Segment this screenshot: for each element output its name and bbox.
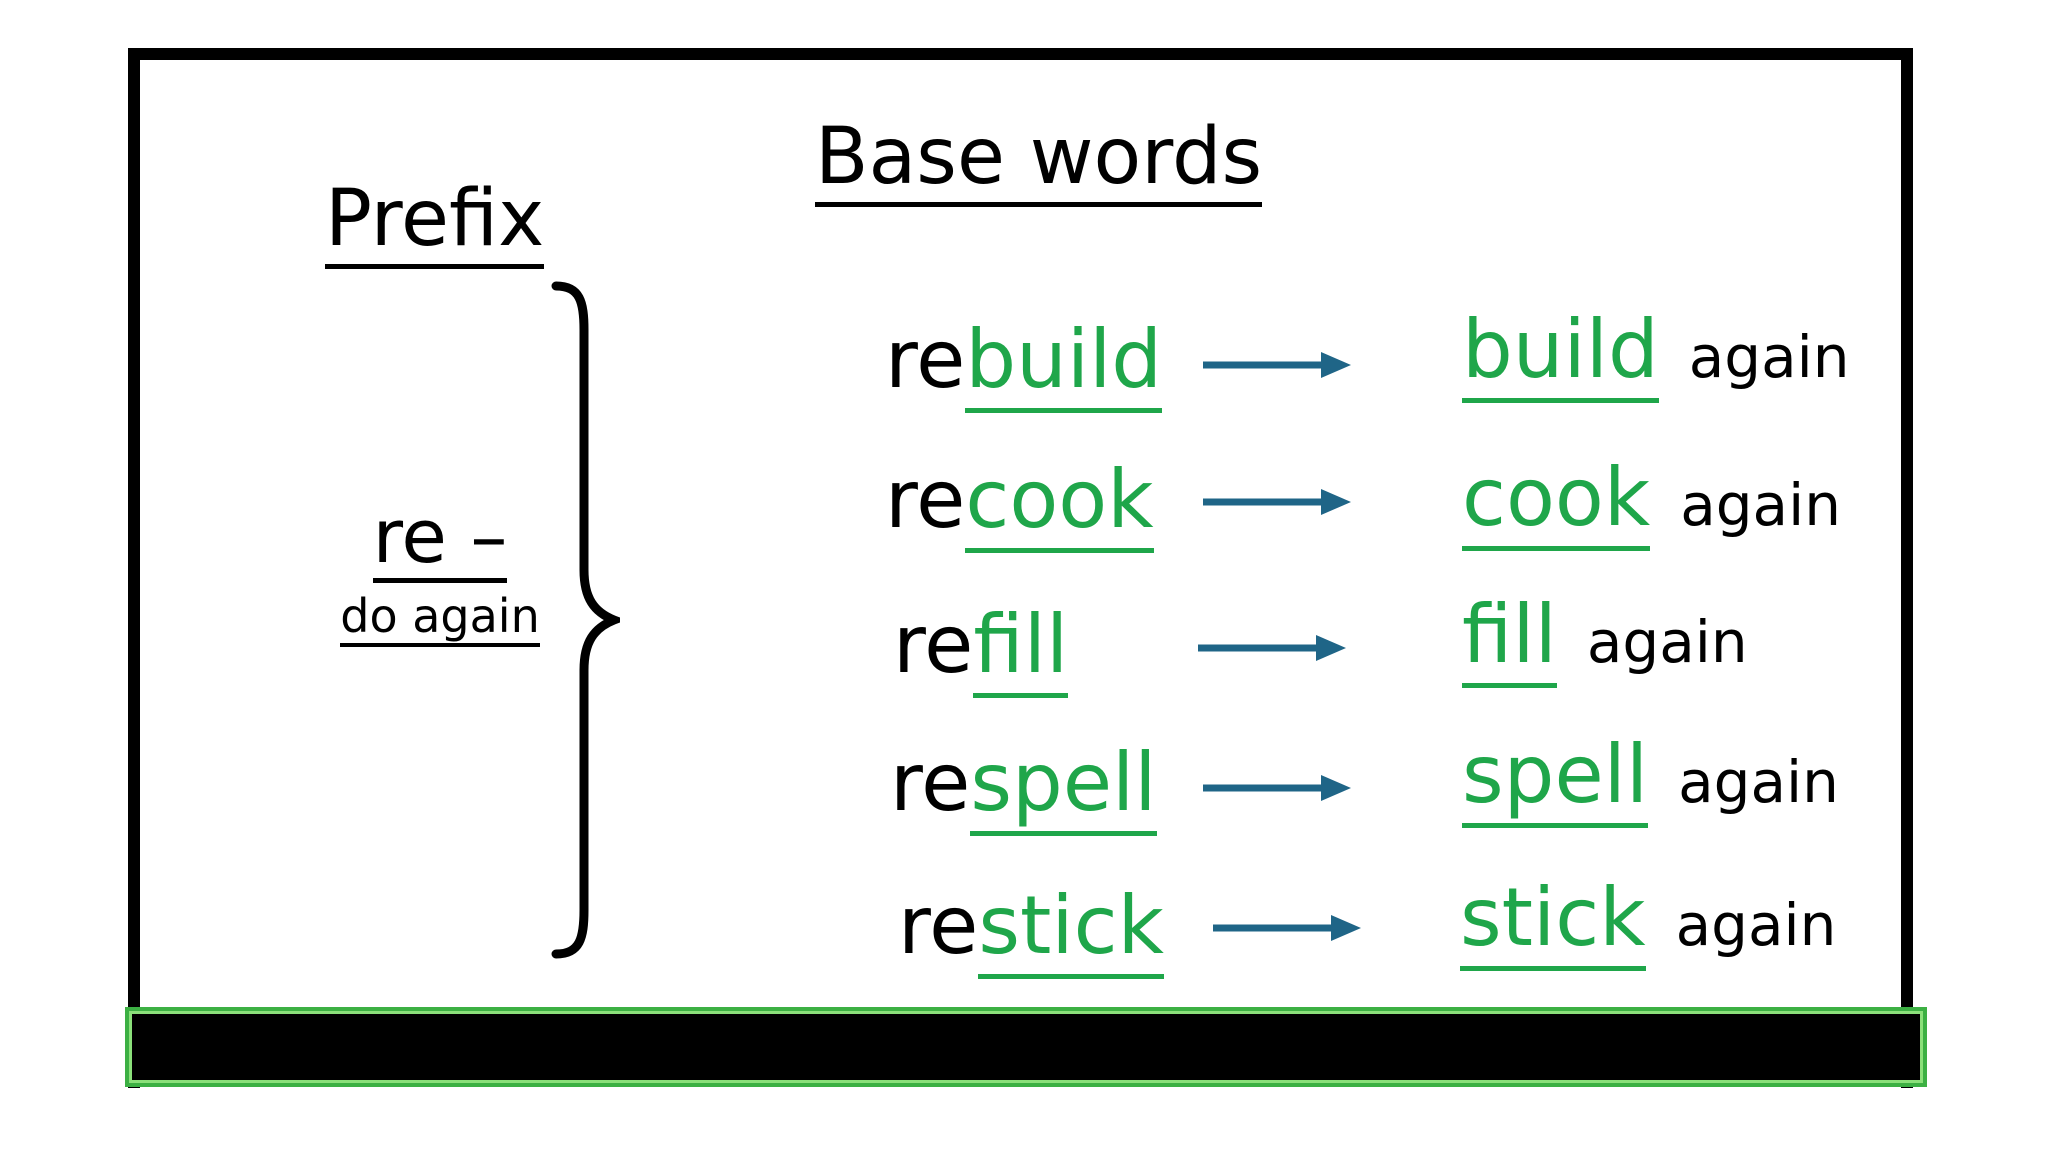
- prefixed-word: restick: [898, 879, 1164, 979]
- meaning-base: spell: [1462, 728, 1649, 828]
- word-base: stick: [978, 879, 1164, 979]
- prefixed-word: recook: [885, 453, 1154, 553]
- prefixed-word: respell: [890, 736, 1157, 836]
- word-prefix: re: [890, 736, 971, 829]
- right-arrow-icon: [1213, 915, 1361, 941]
- word-meaning: build again: [1462, 303, 1850, 403]
- word-meaning: cook again: [1462, 451, 1841, 551]
- word-meaning: fill again: [1462, 588, 1748, 688]
- prefix-heading: Prefix: [325, 180, 545, 269]
- word-base: fill: [973, 598, 1069, 698]
- meaning-base: stick: [1460, 871, 1646, 971]
- meaning-again: again: [1678, 748, 1839, 816]
- meaning-again: again: [1675, 891, 1837, 959]
- word-meaning: stick again: [1460, 871, 1837, 971]
- meaning-base: build: [1462, 303, 1659, 403]
- meaning-base: cook: [1462, 451, 1651, 551]
- prefix-definition: re – do again: [325, 500, 555, 647]
- meaning-again: again: [1688, 323, 1850, 391]
- meaning-again: again: [1586, 608, 1748, 676]
- meaning-base: fill: [1462, 588, 1557, 688]
- whiteboard: [128, 48, 1913, 1088]
- prefix-label: re –: [372, 500, 508, 583]
- meaning-again: again: [1680, 471, 1841, 539]
- right-arrow-icon: [1203, 352, 1351, 378]
- whiteboard-tray: [125, 1007, 1927, 1087]
- word-base: build: [965, 313, 1163, 413]
- right-arrow-icon: [1198, 635, 1346, 661]
- word-prefix: re: [898, 879, 979, 972]
- right-arrow-icon: [1203, 489, 1351, 515]
- curly-brace-icon: [551, 281, 620, 959]
- prefixed-word: refill: [893, 598, 1069, 698]
- word-base: spell: [970, 736, 1157, 836]
- word-base: cook: [965, 453, 1154, 553]
- word-prefix: re: [885, 453, 966, 546]
- right-arrow-icon: [1203, 775, 1351, 801]
- prefixed-word: rebuild: [885, 313, 1163, 413]
- word-prefix: re: [885, 313, 966, 406]
- prefix-meaning: do again: [340, 593, 540, 647]
- base-words-heading: Base words: [815, 118, 1263, 207]
- word-meaning: spell again: [1462, 728, 1839, 828]
- word-prefix: re: [893, 598, 974, 691]
